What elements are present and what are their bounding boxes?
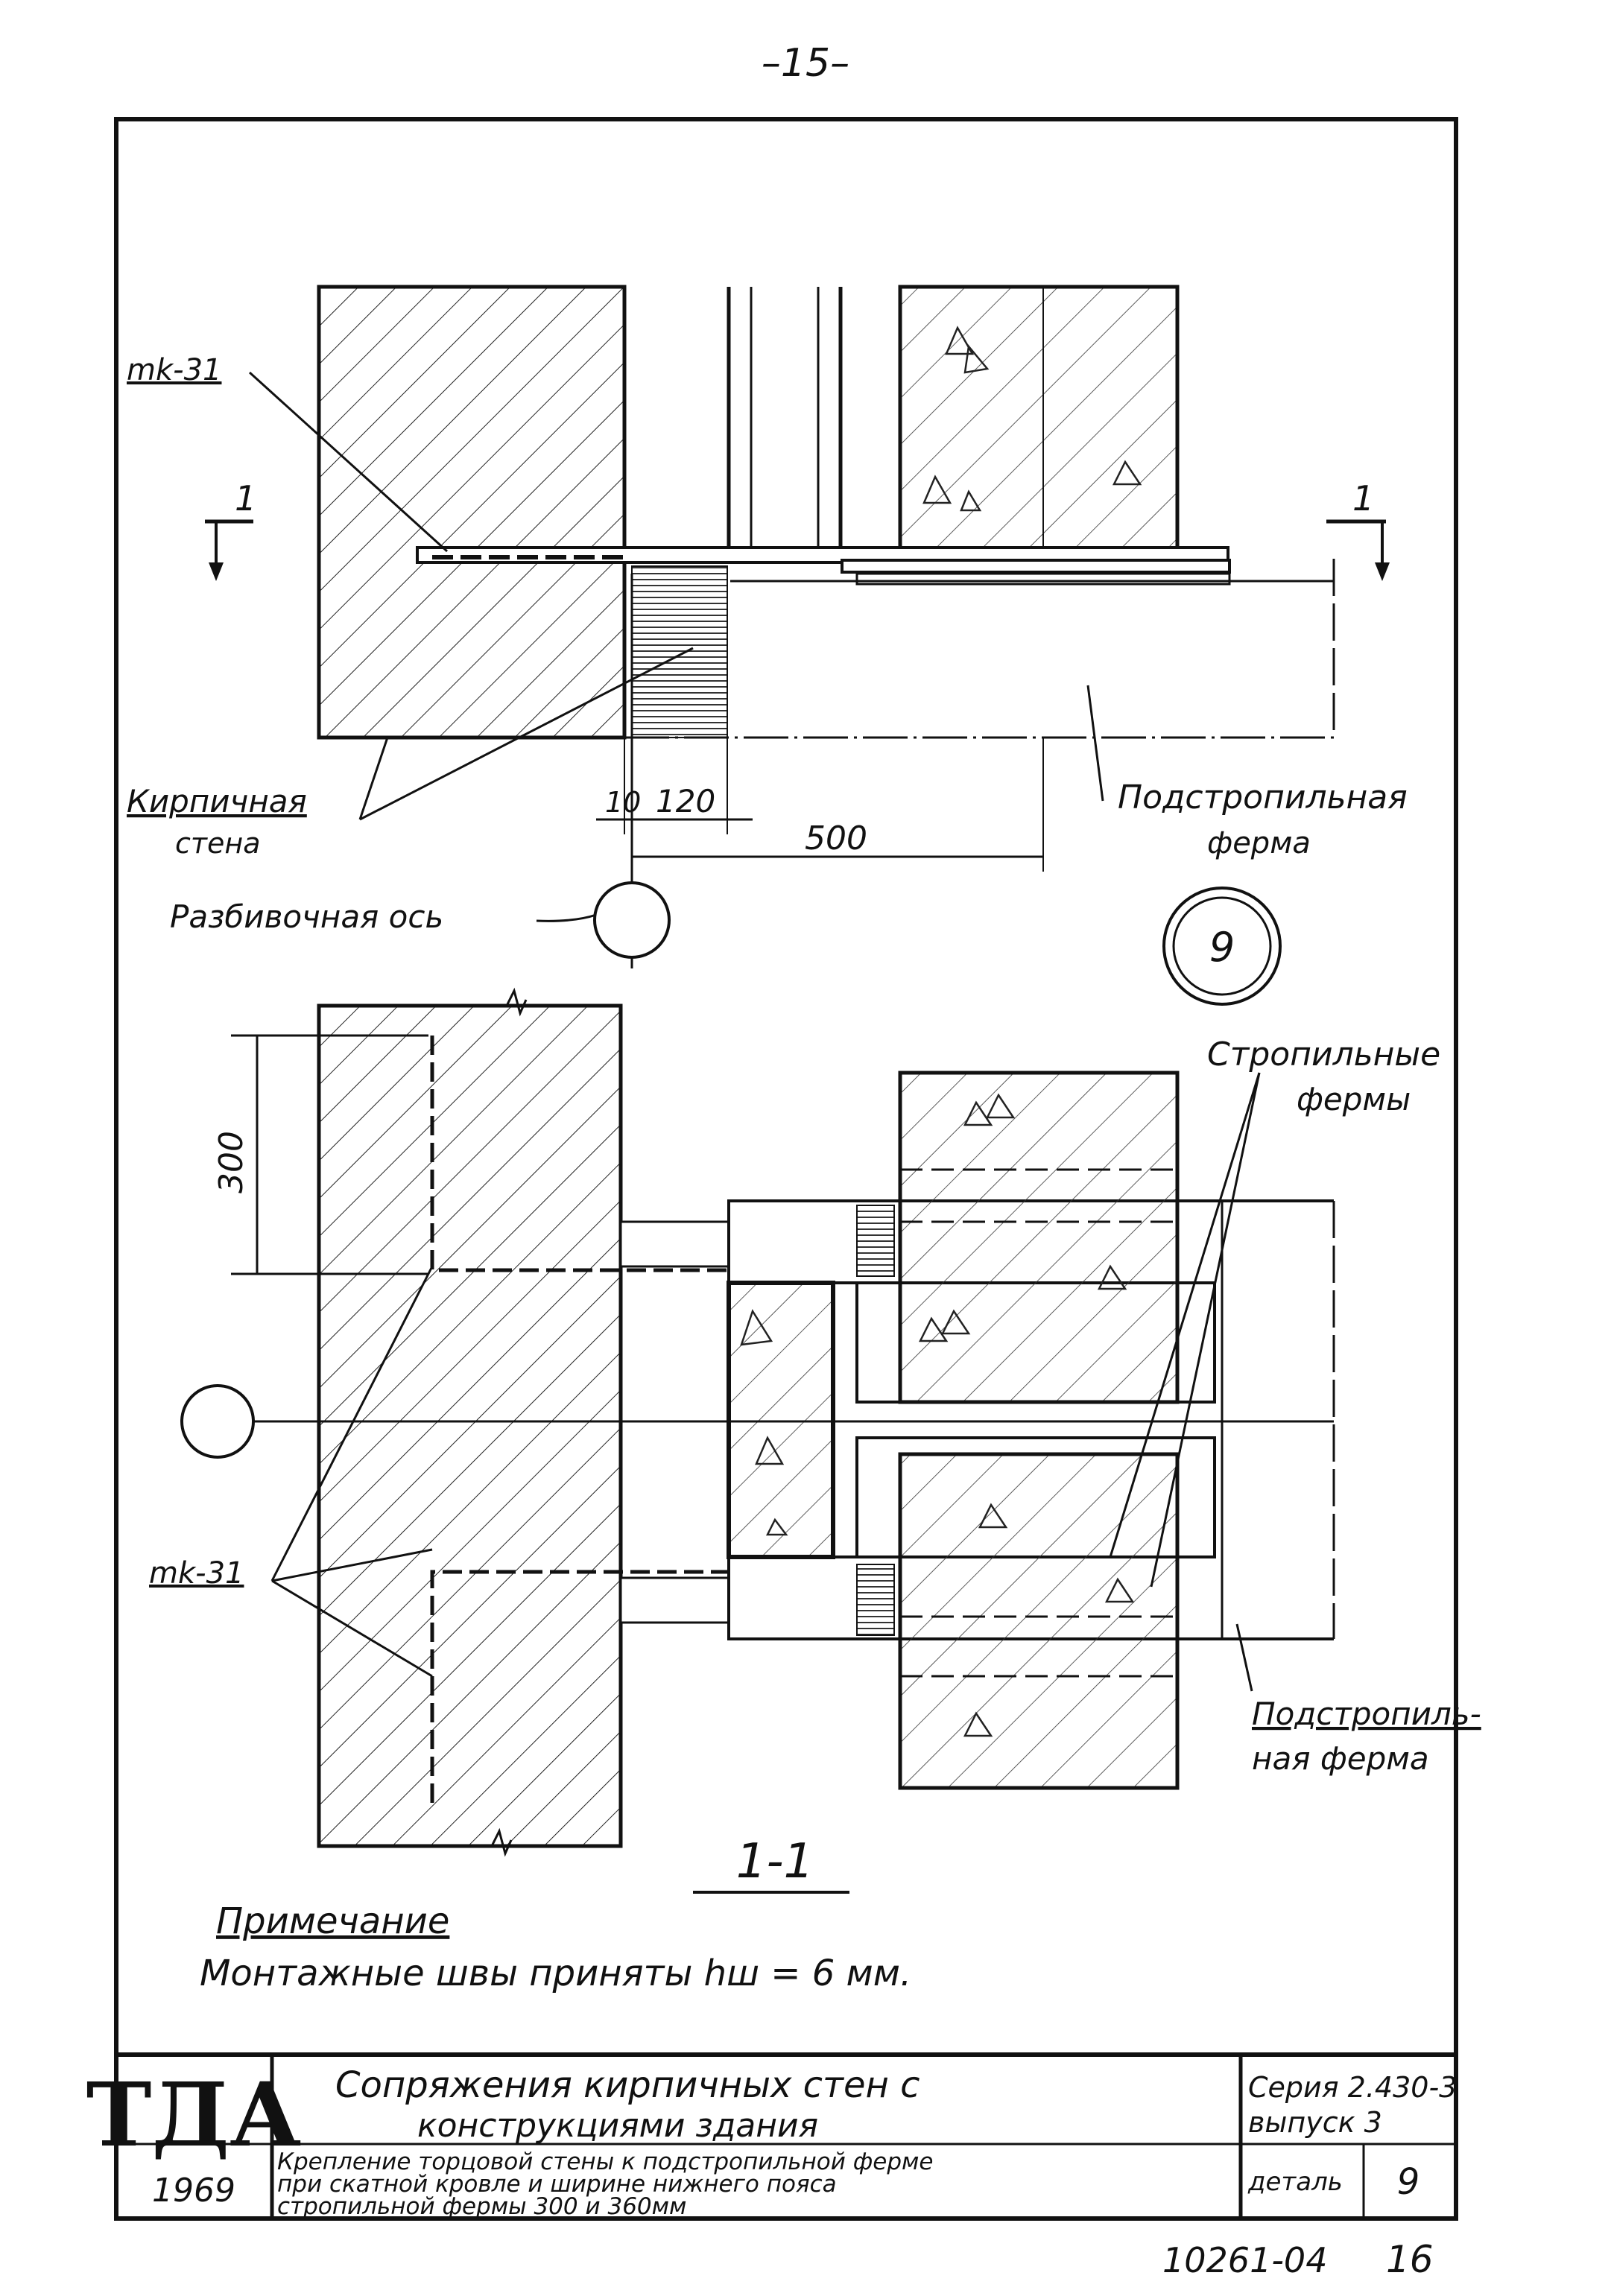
dim-10: 10 — [605, 786, 641, 819]
title-block: ТДА 1969 Сопряжения кирпичных стен с кон… — [86, 2052, 1457, 2220]
subtitle-line1: Крепление торцовой стены к подстропильно… — [277, 2148, 933, 2175]
section-label: 1-1 — [736, 1834, 814, 1889]
subtitle-line3: стропильной фермы 300 и 360мм — [277, 2193, 686, 2220]
page-number: –15– — [762, 41, 849, 86]
dim-300: 300 — [212, 1131, 250, 1193]
dim-120: 120 — [656, 783, 715, 819]
detail-label: деталь — [1247, 2167, 1343, 2197]
section-view: 300 mk-31 Стропильные фермы Подстропиль-… — [149, 987, 1481, 1894]
concrete-block-top — [898, 285, 1180, 557]
detail-number: 9 — [1209, 924, 1235, 971]
brick-wall-section — [317, 1003, 623, 1848]
brick-wall — [317, 285, 627, 740]
label-brick-wall-1: Кирпичная — [127, 783, 307, 819]
dim-500: 500 — [805, 819, 867, 857]
series-line2: выпуск 3 — [1248, 2106, 1382, 2139]
detail-circle-outer — [1162, 887, 1282, 1006]
label-sub-truss-top-1: Подстропильная — [1118, 778, 1408, 816]
top-view: 10 120 500 1 1 mk-31 Кирпичная стена Под… — [127, 285, 1408, 1006]
note-text: Монтажные швы приняты hш = 6 мм. — [200, 1953, 911, 1994]
label-rafter-trusses-2: фермы — [1297, 1081, 1411, 1117]
rafter-truss-lower — [898, 1452, 1180, 1790]
label-brick-wall-2: стена — [175, 827, 261, 860]
doc-number: 10261-04 — [1162, 2240, 1327, 2280]
section-marker-left: 1 — [205, 478, 256, 581]
label-rafter-trusses-1: Стропильные — [1207, 1036, 1440, 1074]
year: 1969 — [152, 2172, 235, 2210]
detail-value: 9 — [1397, 2161, 1420, 2203]
label-mk31-section: mk-31 — [149, 1556, 244, 1591]
label-sub-truss-section-1: Подстропиль- — [1252, 1696, 1481, 1732]
svg-text:1: 1 — [235, 478, 256, 518]
mortar-strip — [631, 565, 728, 738]
axis-circle-section — [180, 1384, 255, 1459]
sheet-number: 16 — [1386, 2238, 1434, 2281]
section-marker-right: 1 — [1326, 478, 1390, 581]
axis-circle-top — [593, 881, 671, 959]
sheet-frame — [114, 117, 1458, 2221]
svg-text:1: 1 — [1352, 478, 1374, 518]
label-sub-truss-section-2: ная ферма — [1252, 1740, 1429, 1777]
detail-circle-inner — [1172, 896, 1272, 996]
label-mk31-top: mk-31 — [127, 353, 221, 387]
title-line1: Сопряжения кирпичных стен с — [335, 2064, 920, 2106]
subtitle-line2: при скатной кровле и ширине нижнего пояс… — [277, 2171, 837, 2198]
label-sub-truss-top-2: ферма — [1207, 826, 1311, 860]
rafter-truss-upper — [898, 1071, 1180, 1404]
logo: ТДА — [86, 2063, 302, 2166]
series-line1: Серия 2.430-3 — [1248, 2071, 1457, 2104]
title-line2: конструкциями здания — [417, 2107, 818, 2145]
infill-block — [727, 1281, 835, 1559]
label-axis: Разбивочная ось — [170, 898, 443, 935]
note-title: Примечание — [216, 1900, 449, 1942]
